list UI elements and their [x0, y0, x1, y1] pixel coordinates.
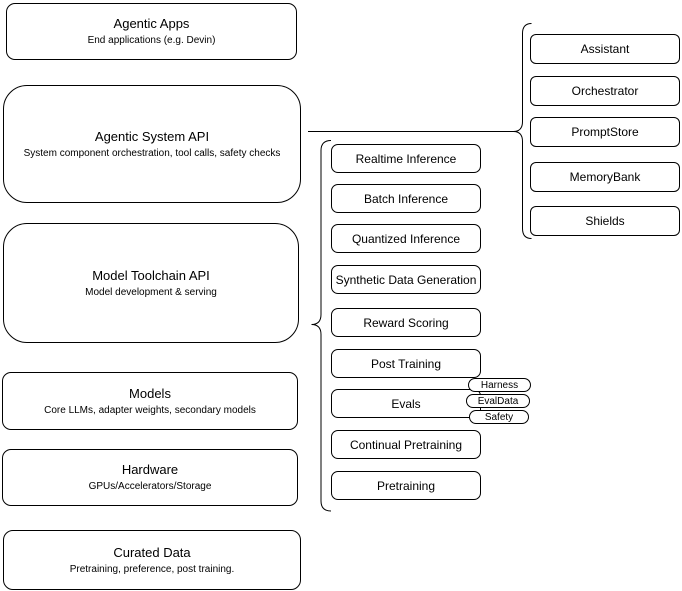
- node-title: Models: [129, 385, 171, 401]
- node-reward-scoring: Reward Scoring: [331, 308, 481, 337]
- node-label: Continual Pretraining: [349, 437, 463, 452]
- node-label: Post Training: [370, 356, 442, 371]
- node-assistant: Assistant: [530, 34, 680, 64]
- node-subtitle: GPUs/Accelerators/Storage: [88, 481, 212, 492]
- node-orchestrator: Orchestrator: [530, 76, 680, 106]
- node-subtitle: Core LLMs, adapter weights, secondary mo…: [44, 404, 256, 416]
- node-shields: Shields: [530, 206, 680, 236]
- node-label: Realtime Inference: [355, 151, 457, 166]
- tag-harness: Harness: [468, 378, 531, 392]
- node-label: Pretraining: [376, 478, 436, 493]
- node-title: Curated Data: [113, 544, 191, 560]
- node-title: Hardware: [121, 462, 179, 477]
- node-realtime-inference: Realtime Inference: [331, 144, 481, 173]
- node-label: Assistant: [580, 42, 630, 56]
- node-label: Evals: [391, 396, 421, 411]
- node-batch-inference: Batch Inference: [331, 184, 481, 213]
- node-label: Batch Inference: [363, 191, 449, 206]
- node-promptstore: PromptStore: [530, 117, 680, 147]
- node-synthetic-data-generation: Synthetic Data Generation: [331, 265, 481, 294]
- node-label: Quantized Inference: [351, 231, 461, 246]
- node-label: MemoryBank: [569, 170, 641, 184]
- node-quantized-inference: Quantized Inference: [331, 224, 481, 253]
- node-agentic-apps: Agentic Apps End applications (e.g. Devi…: [6, 3, 297, 60]
- node-subtitle: System component orchestration, tool cal…: [23, 147, 281, 159]
- tag-label: Harness: [480, 379, 519, 391]
- node-subtitle: End applications (e.g. Devin): [87, 35, 216, 46]
- node-memorybank: MemoryBank: [530, 162, 680, 192]
- node-model-toolchain-api: Model Toolchain API Model development & …: [3, 223, 299, 343]
- node-title: Model Toolchain API: [92, 267, 210, 283]
- system-components-brace: [513, 23, 532, 239]
- toolchain-brace: [311, 140, 332, 512]
- tag-evaldata: EvalData: [466, 394, 530, 408]
- node-label: PromptStore: [571, 125, 639, 139]
- node-subtitle: Model development & serving: [85, 286, 217, 298]
- node-models: Models Core LLMs, adapter weights, secon…: [2, 372, 298, 430]
- node-curated-data: Curated Data Pretraining, preference, po…: [3, 530, 301, 590]
- node-post-training: Post Training: [331, 349, 481, 378]
- tag-label: Safety: [484, 411, 514, 423]
- node-title: Agentic Apps: [113, 16, 190, 31]
- node-label: Orchestrator: [571, 84, 639, 98]
- node-evals: Evals: [331, 389, 481, 418]
- tag-safety: Safety: [469, 410, 529, 424]
- node-agentic-system-api: Agentic System API System component orch…: [3, 85, 301, 203]
- node-hardware: Hardware GPUs/Accelerators/Storage: [2, 449, 298, 506]
- node-subtitle: Pretraining, preference, post training.: [69, 563, 235, 575]
- node-label: Synthetic Data Generation: [335, 272, 477, 287]
- node-continual-pretraining: Continual Pretraining: [331, 430, 481, 459]
- node-label: Reward Scoring: [363, 315, 449, 330]
- node-pretraining: Pretraining: [331, 471, 481, 500]
- node-label: Shields: [585, 214, 625, 228]
- tag-label: EvalData: [477, 395, 519, 407]
- node-title: Agentic System API: [94, 128, 210, 144]
